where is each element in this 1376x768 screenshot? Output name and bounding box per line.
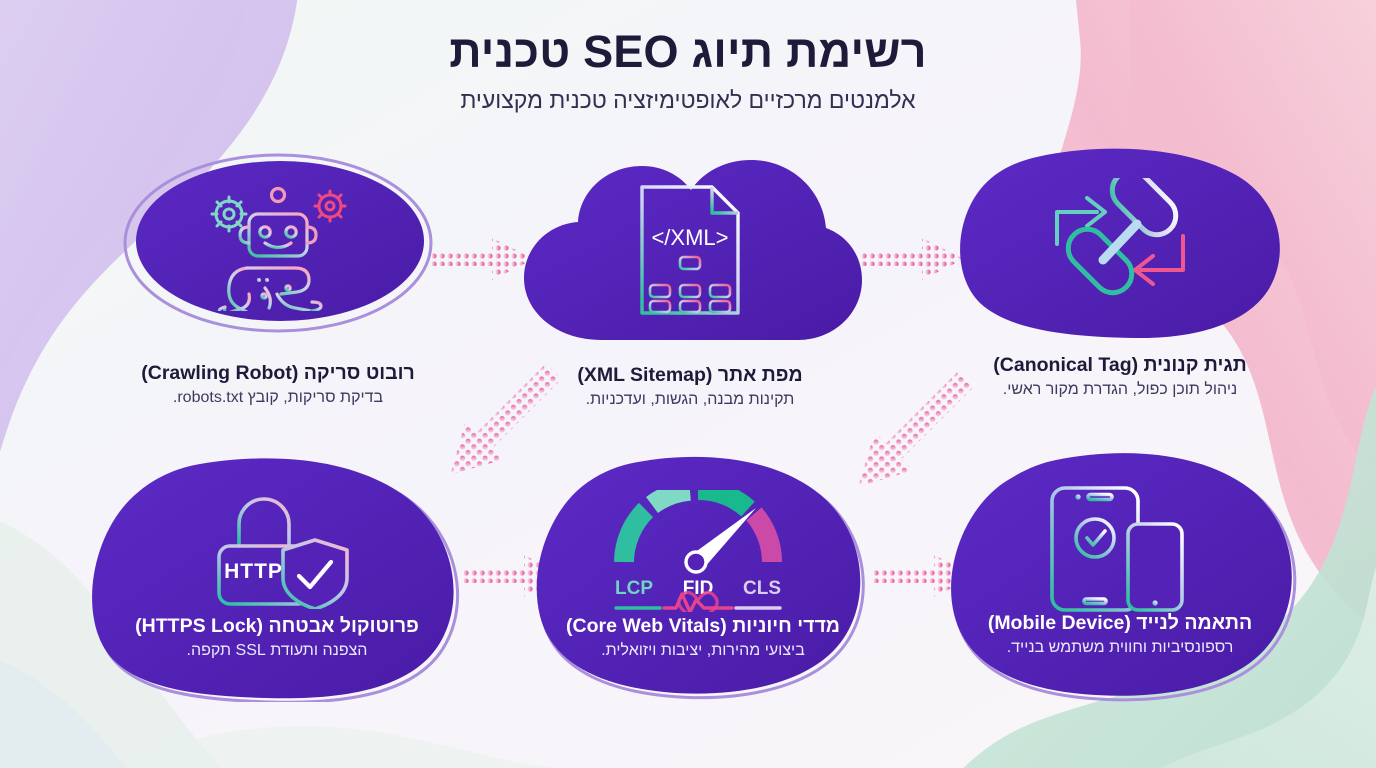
caption-core-web-vitals: מדדי חיוניות (Core Web Vitals) ביצועי מה… (528, 615, 878, 660)
node-title: תגית קנונית (Canonical Tag) (993, 354, 1247, 376)
page-title: רשימת תיוג SEO טכנית (449, 26, 927, 77)
https-padlock-shield-icon: HTTPS (205, 494, 353, 614)
caption-crawling-robot: רובוט סריקה (Crawling Robot) בדיקת סריקו… (118, 362, 438, 407)
node-subtitle: רספונסיביות וחווית משתמש בנייד. (1006, 639, 1234, 656)
svg-text:CLS: CLS (743, 578, 781, 599)
caption-canonical-tag: תגית קנונית (Canonical Tag) ניהול תוכן כ… (950, 354, 1290, 399)
node-title: מדדי חיוניות (Core Web Vitals) (566, 615, 840, 637)
node-https-lock[interactable]: HTTPS פרוטוקול אבטחה (HTTPS Lock) הצפנה … (82, 452, 472, 702)
node-core-web-vitals[interactable]: LCP FID CLS מדדי חיוניות (Core Web Vital… (528, 452, 878, 702)
node-title: מפת אתר (XML Sitemap) (577, 364, 803, 386)
node-subtitle: ביצועי מהירות, יציבות ויזואלית. (601, 642, 805, 659)
robot-icon (118, 148, 438, 338)
node-xml-sitemap[interactable]: <XML/> (510, 152, 870, 409)
caption-mobile-device: התאמה לנייד (Mobile Device) רספונסיביות … (940, 612, 1300, 657)
svg-text:<XML/>: <XML/> (651, 225, 728, 250)
speed-gauge-icon: LCP FID CLS (608, 479, 788, 622)
node-mobile-device[interactable]: התאמה לנייד (Mobile Device) רספונסיביות … (940, 448, 1300, 703)
node-subtitle: תקינות מבנה, הגשות, ועדכניות. (585, 391, 795, 408)
caption-xml-sitemap: מפת אתר (XML Sitemap) תקינות מבנה, הגשות… (510, 364, 870, 409)
node-subtitle: בדיקת סריקות, קובץ robots.txt. (172, 389, 384, 406)
node-subtitle: הצפנה ותעודת SSL תקפה. (186, 642, 368, 659)
node-title: פרוטוקול אבטחה (HTTPS Lock) (135, 615, 419, 637)
svg-text:LCP: LCP (615, 578, 653, 599)
mobile-devices-check-icon (1042, 484, 1188, 617)
xml-document-icon: <XML/> (510, 152, 870, 342)
svg-text:FID: FID (683, 578, 714, 599)
page-subtitle: אלמנטים מרכזיים לאופטימיזציה טכנית מקצוע… (460, 86, 916, 113)
node-title: התאמה לנייד (Mobile Device) (987, 612, 1253, 634)
header: רשימת תיוג SEO טכנית אלמנטים מרכזיים לאו… (0, 26, 1376, 114)
node-subtitle: ניהול תוכן כפול, הגדרת מקור ראשי. (1002, 381, 1238, 398)
node-canonical-tag[interactable]: תגית קנונית (Canonical Tag) ניהול תוכן כ… (950, 145, 1290, 399)
chain-link-icon (950, 145, 1290, 340)
node-crawling-robot[interactable]: רובוט סריקה (Crawling Robot) בדיקת סריקו… (118, 148, 438, 407)
caption-https-lock: פרוטוקול אבטחה (HTTPS Lock) הצפנה ותעודת… (82, 615, 472, 660)
node-title: רובוט סריקה (Crawling Robot) (141, 362, 415, 384)
